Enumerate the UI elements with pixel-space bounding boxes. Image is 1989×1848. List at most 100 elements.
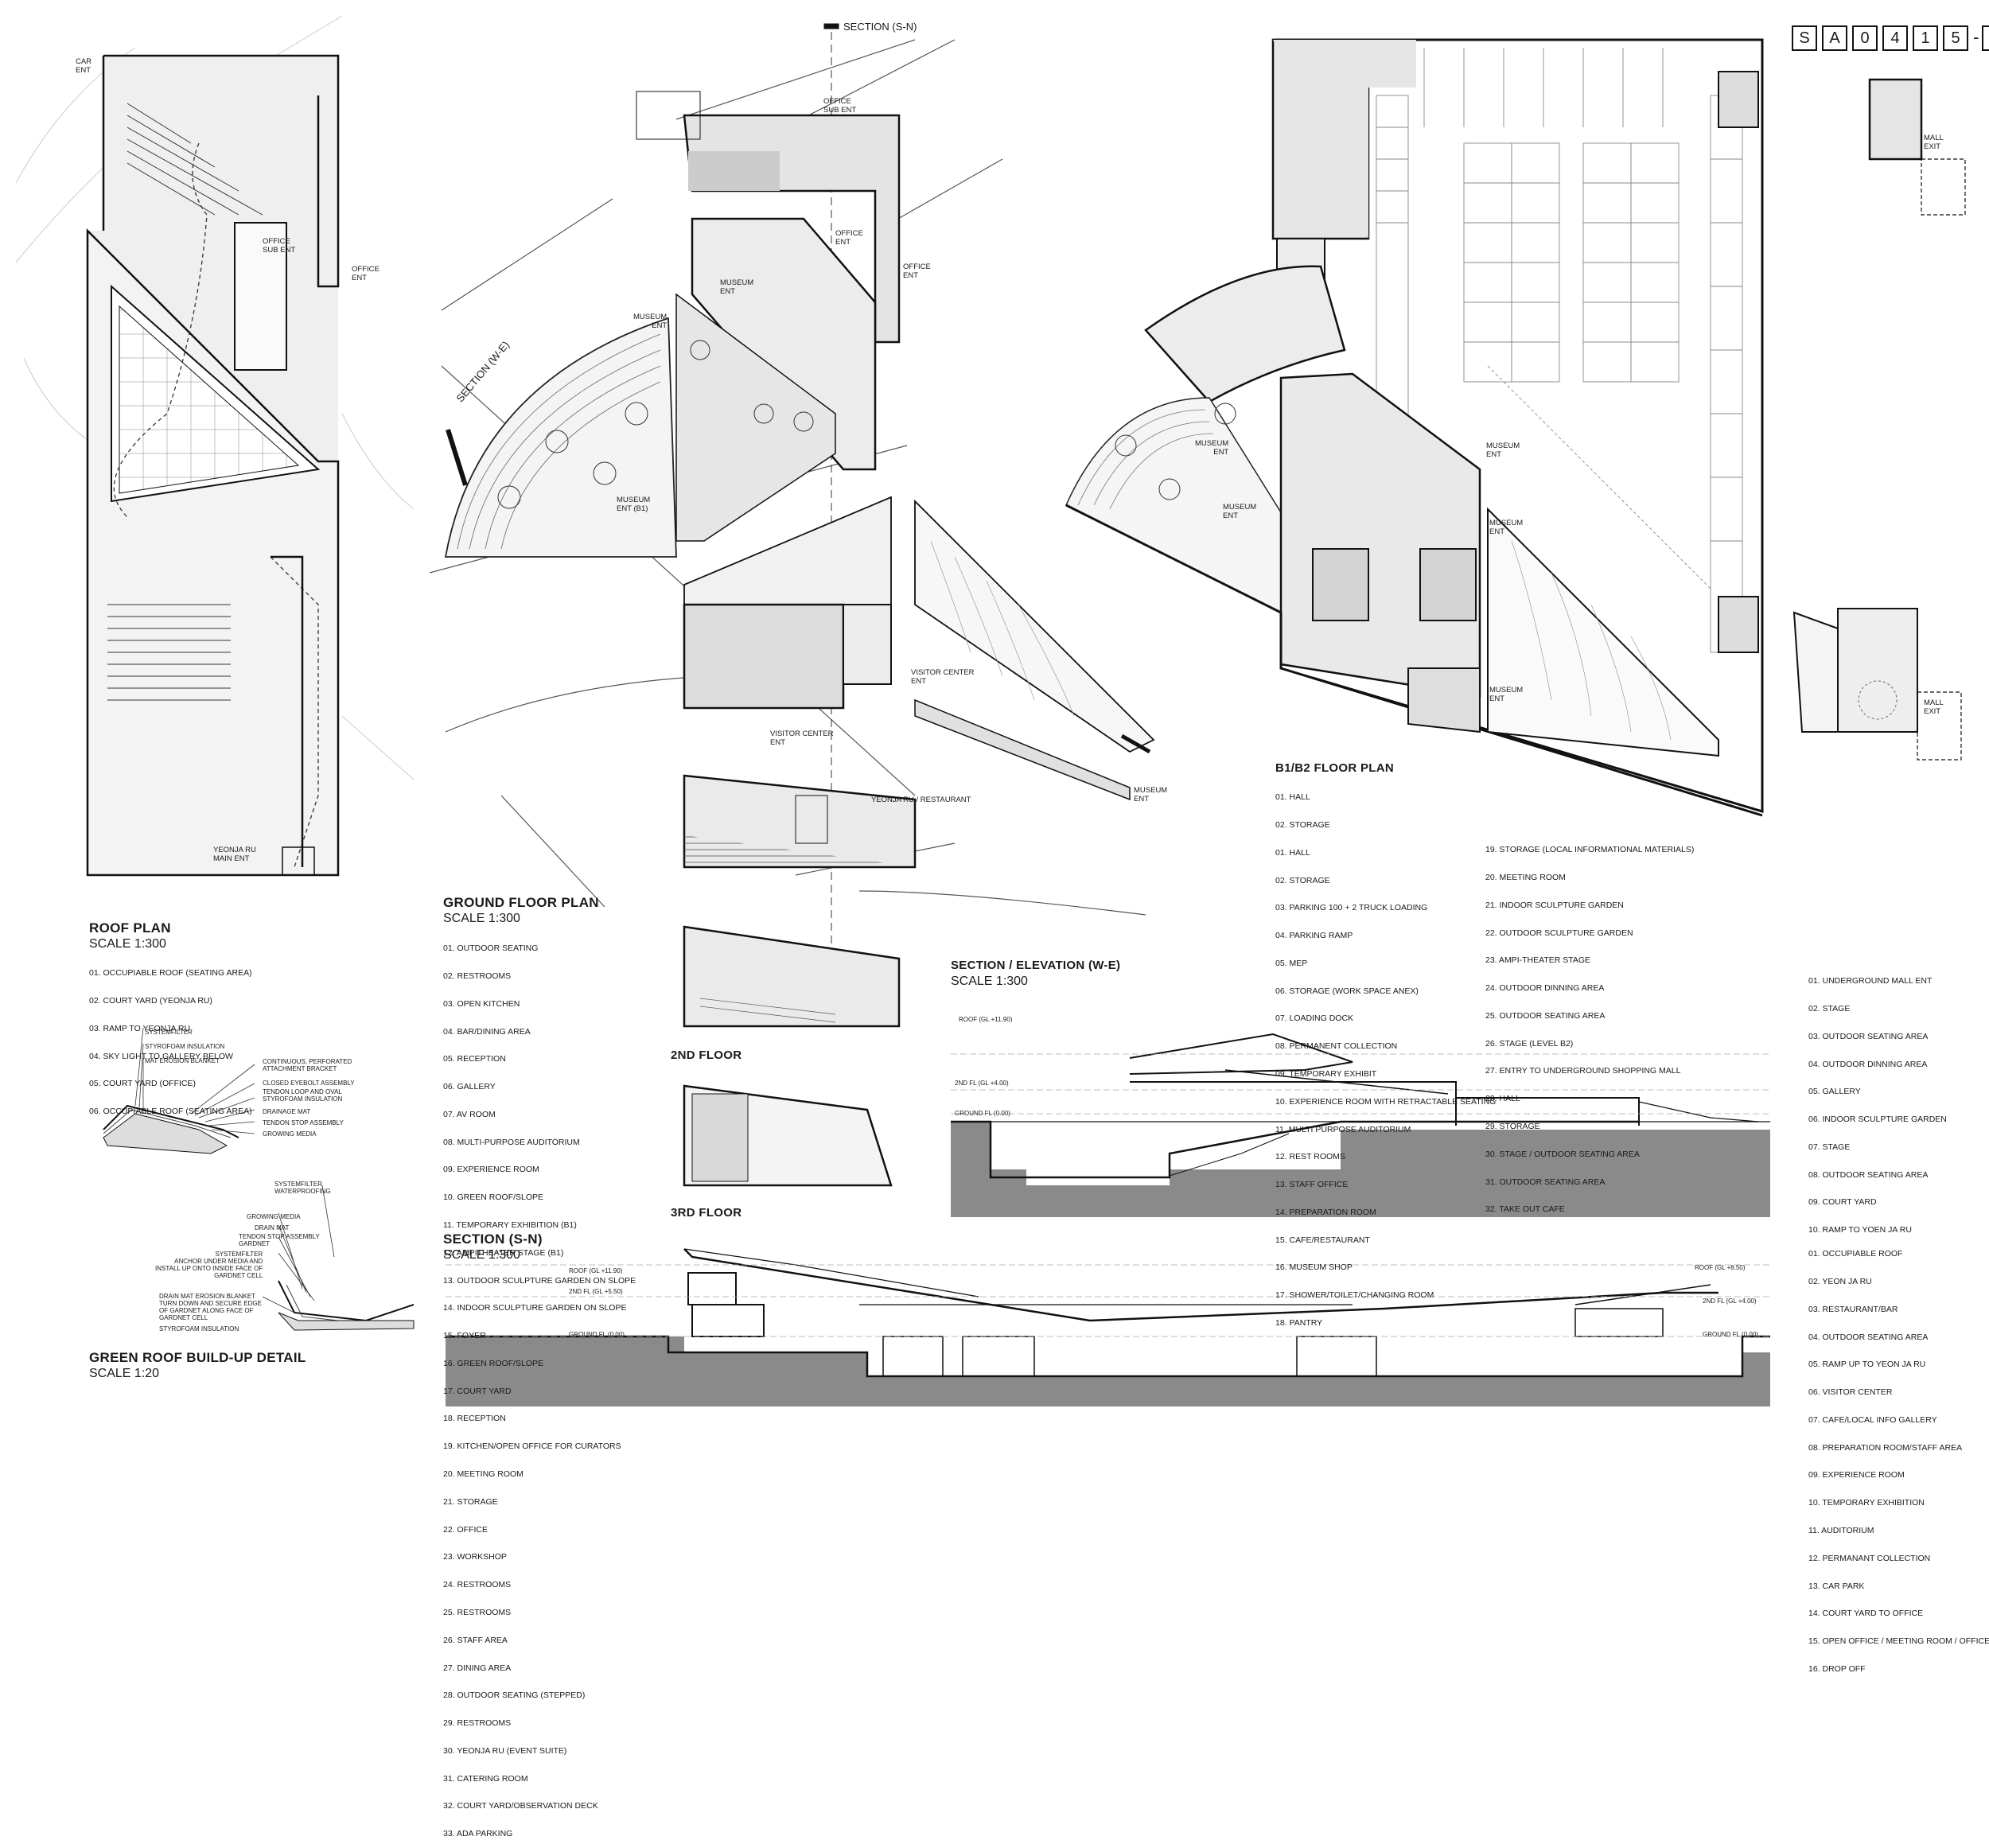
- sheet-code-char: A: [1822, 25, 1847, 51]
- legend-item: 15. OPEN OFFICE / MEETING ROOM / OFFICE: [1808, 1636, 1989, 1647]
- museum-entrance-label: MUSEUM ENT: [1195, 439, 1229, 457]
- legend-item: 13. STAFF OFFICE: [1275, 1180, 1349, 1190]
- section-sn-title: SECTION (S-N): [443, 1231, 543, 1247]
- legend-item: 02. STORAGE: [1275, 819, 1330, 830]
- legend-item: 01. OUTDOOR SEATING: [443, 943, 539, 954]
- legend-item: 13. CAR PARK: [1808, 1581, 1865, 1591]
- roof-plan-legend: 01. OCCUPIABLE ROOF (SEATING AREA) 02. C…: [89, 951, 252, 1126]
- legend-item: 07. LOADING DOCK: [1275, 1013, 1354, 1024]
- ground-plan-legend: 01. OUTDOOR SEATING 02. RESTROOMS 03. OP…: [443, 926, 636, 1848]
- roof-plan-drawing: [15, 15, 415, 877]
- legend-item: 09. EXPERIENCE ROOM: [1808, 1470, 1905, 1480]
- legend-item: 19. KITCHEN/OPEN OFFICE FOR CURATORS: [443, 1441, 621, 1452]
- level-label: 2ND FL (GL +5.50): [569, 1288, 623, 1295]
- detail-drawings: [103, 1027, 415, 1331]
- legend-item: 01. HALL: [1275, 847, 1310, 858]
- legend-item: 03. PARKING 100 + 2 TRUCK LOADING: [1275, 903, 1428, 913]
- section-we-scale: SCALE 1:300: [951, 975, 1028, 988]
- mall-exit-label: MALL EXIT: [1924, 698, 1944, 716]
- ground-plan-scale: SCALE 1:300: [443, 912, 520, 925]
- sheet-code-char: B: [1982, 25, 1989, 51]
- level-label: ROOF (GL +11.90): [569, 1267, 623, 1274]
- level-label: ROOF (GL +8.50): [1695, 1264, 1746, 1271]
- museum-entrance-label: MUSEUM ENT: [633, 313, 668, 330]
- legend-item: 27. ENTRY TO UNDERGROUND SHOPPING MALL: [1485, 1066, 1681, 1076]
- legend-item: 05. RECEPTION: [443, 1054, 506, 1064]
- legend-item: 28. OUTDOOR SEATING (STEPPED): [443, 1690, 586, 1701]
- ground-plan-title: GROUND FLOOR PLAN: [443, 895, 599, 910]
- legend-item: 08. PERMANENT COLLECTION: [1275, 1041, 1398, 1052]
- legend-item: 05. MEP: [1275, 958, 1308, 968]
- legend-item: 01. HALL: [1275, 792, 1310, 803]
- museum-entrance-label: MUSEUM ENT: [1134, 786, 1168, 803]
- level-label: GROUND FL (0.00): [569, 1331, 625, 1338]
- ground-floor-drawing: [429, 23, 1155, 1187]
- legend-item: 25. OUTDOOR SEATING AREA: [1485, 1010, 1606, 1021]
- legend-item: 24. RESTROOMS: [443, 1580, 512, 1590]
- legend-item: 10. EXPERIENCE ROOM WITH RETRACTABLE SEA…: [1275, 1096, 1497, 1107]
- legend-item: 30. YEONJA RU (EVENT SUITE): [443, 1745, 567, 1756]
- section-we-drawing: [951, 1033, 1770, 1217]
- legend-item: 14. PREPARATION ROOM: [1275, 1207, 1376, 1217]
- b1b2-legend-b: 19. STORAGE (LOCAL INFORMATIONAL MATERIA…: [1485, 827, 1694, 1224]
- main-entrance-label: YEONJA RU MAIN ENT: [213, 846, 256, 863]
- legend-item: 04. OUTDOOR SEATING AREA: [1808, 1332, 1929, 1342]
- legend-item: 12. PERMANANT COLLECTION: [1808, 1553, 1931, 1563]
- restaurant-entrance-label: YEONJA RU / RESTAURANT: [871, 796, 971, 804]
- legend-item: 14. COURT YARD TO OFFICE: [1808, 1609, 1924, 1619]
- office-entrance-label: OFFICE ENT: [835, 229, 863, 247]
- legend-item: 11. MULTI PURPOSE AUDITORIUM: [1275, 1124, 1411, 1134]
- legend-item: 25. RESTROOMS: [443, 1607, 512, 1617]
- museum-entrance-label: MUSEUM ENT: [1223, 503, 1257, 520]
- legend-item: 12. REST ROOMS: [1275, 1152, 1345, 1162]
- legend-item: 18. RECEPTION: [443, 1414, 506, 1424]
- legend-item: 30. STAGE / OUTDOOR SEATING AREA: [1485, 1149, 1640, 1159]
- detail-scale: SCALE 1:20: [89, 1367, 160, 1380]
- architectural-linework: [15, 15, 1966, 1406]
- legend-item: 16. DROP OFF: [1808, 1663, 1866, 1674]
- b1b2-legend-a: 01. HALL 02. STORAGE 01. HALL 02. STORAG…: [1275, 775, 1496, 1337]
- legend-item: 08. PREPARATION ROOM/STAFF AREA: [1808, 1442, 1963, 1453]
- legend-item: 05. GALLERY: [1808, 1087, 1861, 1097]
- legend-item: 29. STORAGE: [1485, 1122, 1540, 1131]
- second-floor-title: 2ND FLOOR: [671, 1048, 742, 1062]
- detail-note: GROWING MEDIA: [247, 1213, 301, 1220]
- museum-entrance-label: MUSEUM ENT (B1): [617, 496, 651, 513]
- legend-item: 04. BAR/DINING AREA: [443, 1026, 531, 1037]
- legend-item: 06. STORAGE (WORK SPACE ANEX): [1275, 986, 1419, 996]
- museum-entrance-label: MUSEUM ENT: [1486, 442, 1520, 459]
- legend-item: 29. RESTROOMS: [443, 1718, 512, 1729]
- section-sn-scale: SCALE 1:300: [443, 1248, 520, 1262]
- legend-item: 07. STAGE: [1808, 1142, 1851, 1152]
- legend-item: 07. CAFE/LOCAL INFO GALLERY: [1808, 1414, 1937, 1425]
- legend-item: 18. PANTRY: [1275, 1318, 1323, 1329]
- legend-item: 23. AMPI-THEATER STAGE: [1485, 955, 1591, 966]
- legend-item: 02. STORAGE: [1275, 875, 1330, 885]
- legend-item: 28. HALL: [1485, 1094, 1520, 1104]
- detail-note: CLOSED EYEBOLT ASSEMBLY: [263, 1080, 355, 1087]
- museum-entrance-label: MUSEUM ENT: [1489, 686, 1524, 703]
- mall-exit-label: MALL EXIT: [1924, 134, 1944, 151]
- legend-item: 24. OUTDOOR DINNING AREA: [1485, 983, 1605, 994]
- detail-note: STYROFOAM INSULATION: [145, 1043, 225, 1050]
- detail-title: GREEN ROOF BUILD-UP DETAIL: [89, 1350, 306, 1365]
- b1b2-plan-title: B1/B2 FLOOR PLAN: [1275, 761, 1394, 775]
- legend-item: 02. STAGE: [1808, 1003, 1851, 1013]
- detail-note: STYROFOAM INSULATION: [159, 1325, 239, 1333]
- legend-item: 04. OUTDOOR DINNING AREA: [1808, 1059, 1928, 1069]
- legend-item: 20. MEETING ROOM: [1485, 872, 1566, 882]
- detail-note: DRAIN MAT EROSION BLANKET TURN DOWN AND …: [159, 1293, 262, 1321]
- legend-item: 31. OUTDOOR SEATING AREA: [1485, 1177, 1606, 1187]
- legend-item: 16. MUSEUM SHOP: [1275, 1262, 1353, 1273]
- sheet-code-char: S: [1792, 25, 1817, 51]
- legend-item: 01. UNDERGROUND MALL ENT: [1808, 976, 1933, 986]
- legend-item: 08. MULTI-PURPOSE AUDITORIUM: [443, 1137, 580, 1147]
- legend-item: 10. TEMPORARY EXHIBITION: [1808, 1498, 1925, 1508]
- roof-plan-scale: SCALE 1:300: [89, 937, 166, 951]
- legend-item: 14. INDOOR SCULPTURE GARDEN ON SLOPE: [443, 1303, 627, 1313]
- legend-item: 03. RESTAURANT/BAR: [1808, 1304, 1898, 1314]
- legend-item: 11. AUDITORIUM: [1808, 1526, 1874, 1535]
- office-sub-entrance-label: OFFICE SUB ENT: [263, 237, 296, 255]
- legend-item: 12. AMPITHEATER STAGE (B1): [443, 1247, 564, 1258]
- legend-item: 06. INDOOR SCULPTURE GARDEN: [1808, 1115, 1947, 1125]
